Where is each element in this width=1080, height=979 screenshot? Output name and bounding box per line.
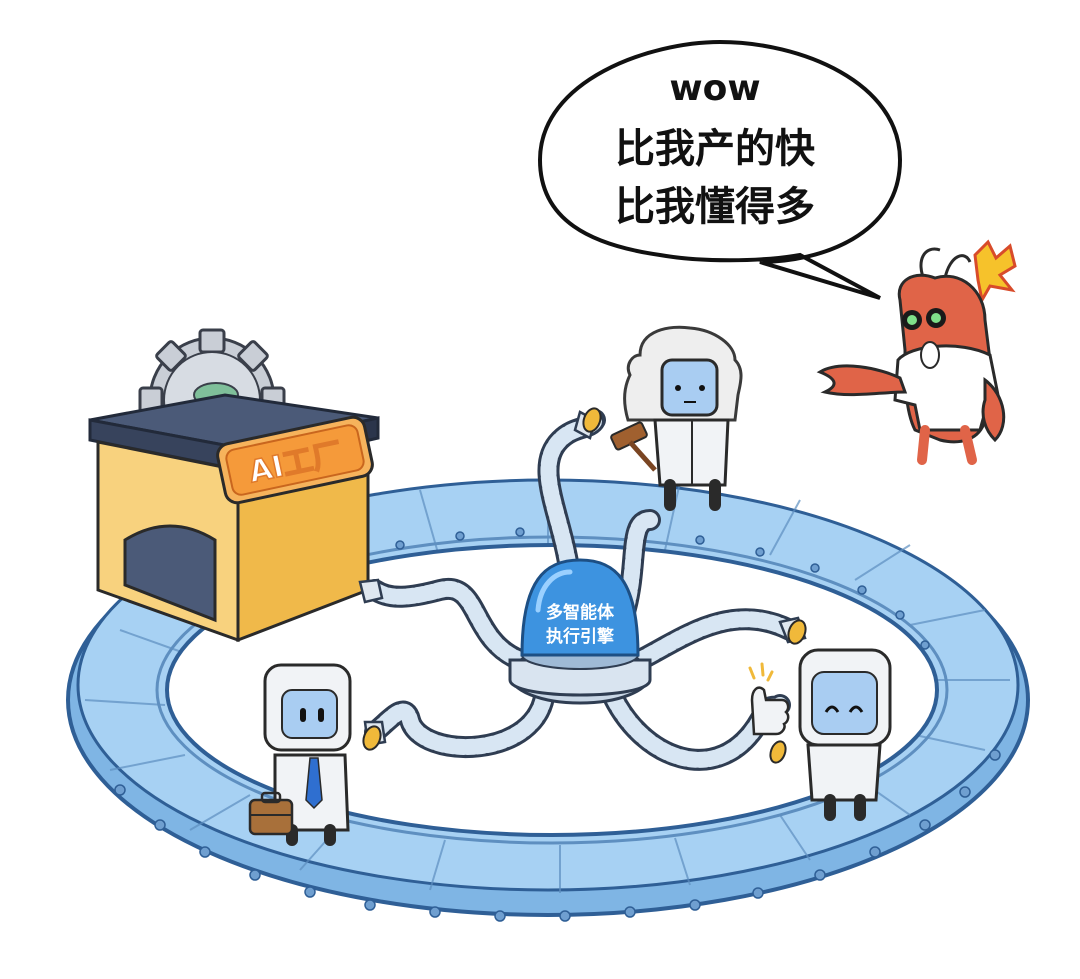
thumbs-up-icon (750, 686, 790, 736)
speech-bubble: wow 比我产的快 比我懂得多 (537, 39, 903, 300)
engine-label-line-2: 执行引擎 (546, 626, 615, 647)
speech-line-1: wow (669, 68, 760, 109)
coin-icons (362, 407, 807, 764)
speech-line-2: 比我产的快 (615, 126, 816, 172)
businessman-robot (248, 663, 352, 846)
factory-sign: AI工厂 (216, 415, 374, 505)
speech-line-3: 比我懂得多 (615, 184, 815, 230)
sparkle-icon (748, 662, 774, 682)
engine-label-line-1: 多智能体 (546, 602, 615, 623)
anger-mark-icon (973, 239, 1017, 305)
briefcase-icon (248, 791, 294, 836)
multi-agent-engine: 多智能体 执行引擎 (508, 558, 652, 705)
ai-factory: AI工厂 (88, 328, 380, 643)
judge-robot (610, 325, 743, 511)
thumbs-up-robot (748, 648, 892, 821)
gavel-icon (610, 421, 657, 472)
lobster-character (816, 239, 1017, 465)
